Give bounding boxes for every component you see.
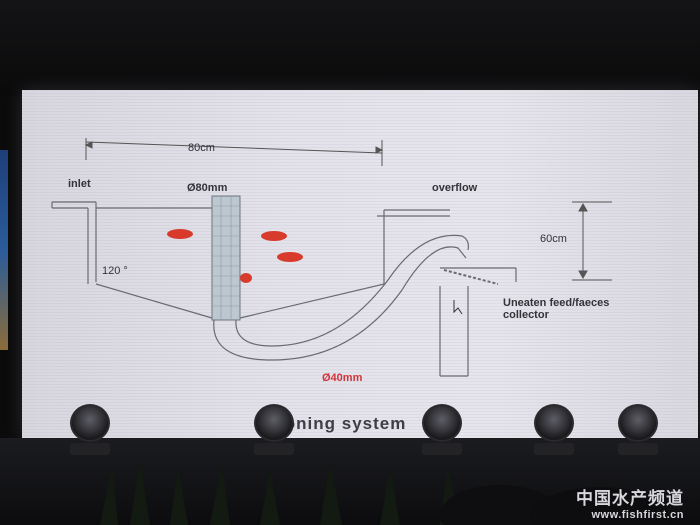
standpipe-diameter-label: Ø80mm: [187, 182, 228, 194]
collector-label-2: collector: [503, 309, 549, 321]
stage-light-5: [618, 404, 658, 455]
siphon-tank-diagram: [51, 138, 612, 377]
width-label: 80cm: [188, 142, 215, 154]
ceiling: [0, 0, 700, 96]
overflow-label: overflow: [432, 182, 478, 194]
height-label: 60cm: [540, 233, 567, 245]
slide-caption: phoning system: [262, 414, 407, 433]
stage-light-3: [422, 404, 462, 455]
tank-outline: [51, 201, 450, 319]
stage-light-4: [534, 404, 574, 455]
watermark-url: www.fishfirst.cn: [591, 509, 684, 521]
watermark-site-name: 中国水产频道: [576, 489, 684, 508]
stage-light-2: [254, 404, 294, 455]
height-dimension-line: [572, 201, 612, 281]
angle-label: 120 °: [102, 265, 128, 277]
siphon-diameter-label: Ø40mm: [322, 372, 363, 384]
inlet-label: inlet: [68, 178, 91, 190]
side-display-panel: [0, 150, 8, 350]
collector-label: Uneaten feed/faeces: [503, 297, 610, 309]
stage-light-1: [70, 404, 110, 455]
siphon-pipe-inner: [235, 234, 469, 347]
width-dimension-line: [84, 138, 384, 166]
stage-plants: [100, 460, 670, 525]
watermark: 中国水产频道 www.fishfirst.cn: [576, 484, 684, 521]
pointer-icon: [453, 300, 463, 315]
siphon-pipe-outer: [213, 246, 467, 361]
fish-group: [167, 229, 303, 283]
collector: [439, 267, 517, 377]
projection-screen: [22, 90, 698, 438]
standpipe-80mm: [211, 195, 241, 321]
